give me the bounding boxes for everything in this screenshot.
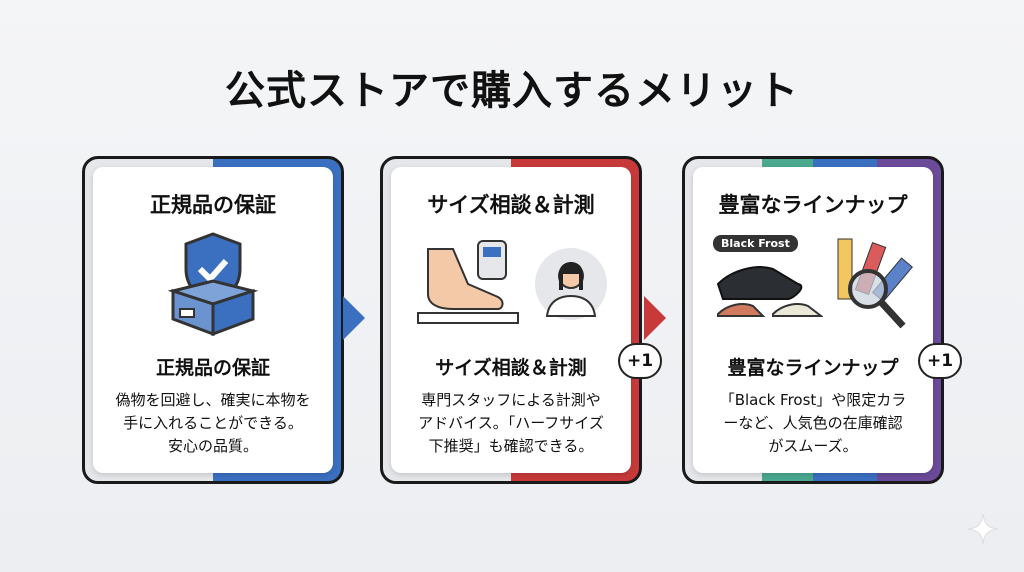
card-size-consultation: サイズ相談＆計測 サイズ相談＆計測 専門スタッフによる計測や アドバイス。「ハー… <box>380 156 642 484</box>
color-swatch-magnifier-icon <box>837 238 913 329</box>
plus-one-badge: +1 <box>918 343 962 379</box>
desc-line: がスムーズ。 <box>768 437 858 455</box>
illustration: Black Frost <box>693 229 933 339</box>
card-heading: 正規品の保証 <box>150 193 276 217</box>
desc-line: ーなど、人気色の在庫確認 <box>723 414 903 432</box>
desc-line: 安心の品質。 <box>167 437 258 455</box>
card-heading: 豊富なラインナップ <box>718 193 908 217</box>
desc-line: 「Black Frost」や限定カラ <box>719 391 907 409</box>
shoes-icon <box>716 265 823 317</box>
arrow-right-icon <box>343 296 365 340</box>
staff-avatar-icon <box>535 248 607 320</box>
arrow-right-icon <box>644 296 666 340</box>
page-title: 公式ストアで購入するメリット <box>225 68 799 114</box>
card-description: 偽物を回避し、確実に本物を 手に入れることができる。 安心の品質。 <box>99 389 327 458</box>
card-authentic-guarantee: 正規品の保証 正規品の保証 偽物を回避し、確実に本物を 手に入れることができる。… <box>82 156 344 484</box>
sparkle-icon <box>967 513 999 545</box>
foot-measure-icon <box>417 240 519 324</box>
desc-line: 下推奨」も確認できる。 <box>428 437 594 455</box>
desc-line: 専門スタッフによる計測や <box>421 391 601 409</box>
color-tag: Black Frost <box>713 234 798 252</box>
desc-line: 手に入れることができる。 <box>123 414 303 432</box>
card-subheading: 豊富なラインナップ <box>727 357 899 379</box>
card-description: 専門スタッフによる計測や アドバイス。「ハーフサイズ 下推奨」も確認できる。 <box>397 389 625 458</box>
illustration <box>391 229 631 339</box>
card-heading: サイズ相談＆計測 <box>427 193 595 217</box>
card-subheading: サイズ相談＆計測 <box>435 357 587 379</box>
card-lineup: 豊富なラインナップ Black Frost 豊富なラインナップ 「Black F… <box>682 156 944 484</box>
plus-one-badge: +1 <box>618 343 662 379</box>
card-subheading: 正規品の保証 <box>155 357 270 379</box>
shield-box-icon <box>93 229 333 339</box>
desc-line: アドバイス。「ハーフサイズ <box>418 414 604 432</box>
desc-line: 偽物を回避し、確実に本物を <box>115 391 311 409</box>
card-description: 「Black Frost」や限定カラ ーなど、人気色の在庫確認 がスムーズ。 <box>699 389 927 458</box>
